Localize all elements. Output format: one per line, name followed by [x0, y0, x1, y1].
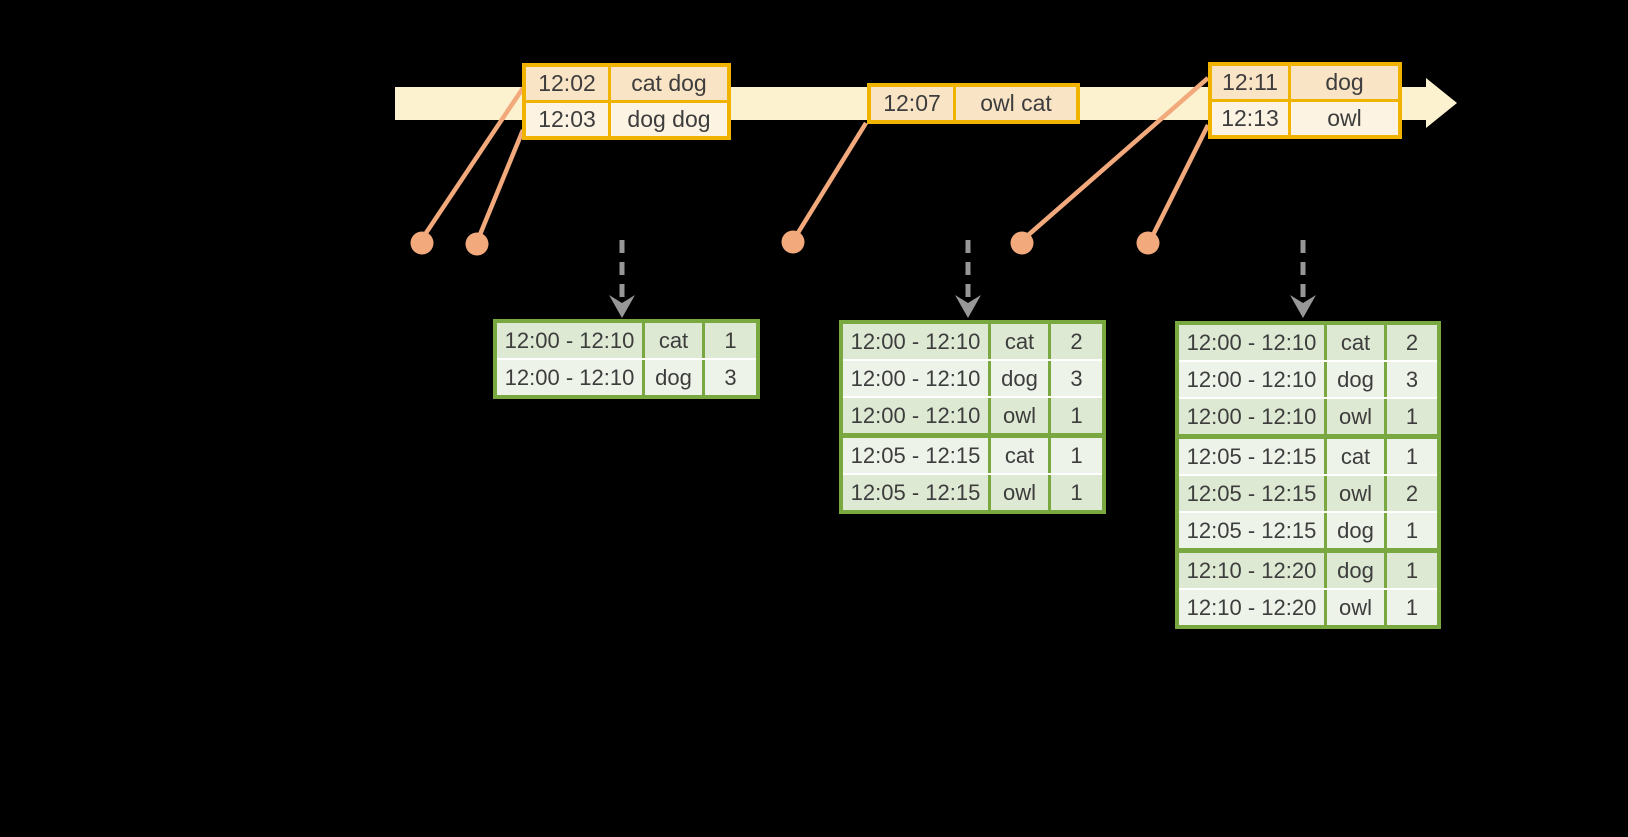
result-window-cell: 12:05 - 12:15: [850, 442, 981, 468]
event-words-cell: dog: [1288, 66, 1398, 99]
result-count-cell: 2: [1384, 325, 1437, 360]
result-window-cell: 12:05 - 12:15: [1186, 517, 1317, 543]
result-count-cell: 3: [702, 360, 756, 395]
event-dot: [465, 232, 489, 256]
event-words-cell: cat dog: [608, 67, 727, 100]
result-word-cell: owl: [1324, 399, 1384, 434]
event-time-cell: 12:13: [1221, 105, 1279, 131]
result-word-cell: owl: [988, 398, 1048, 433]
result-window-cell: 12:00 - 12:10: [504, 327, 635, 353]
result-count-cell: 1: [1384, 513, 1437, 548]
event-time-cell: 12:02: [538, 70, 596, 96]
result-word-cell: cat: [642, 323, 702, 358]
result-count-cell: 2: [1048, 324, 1102, 359]
result-count-cell: 1: [1384, 553, 1437, 588]
result-count-cell: 1: [1384, 399, 1437, 434]
event-row: 12:07 owl cat: [871, 87, 1076, 120]
result-word-cell: dog: [1324, 553, 1384, 588]
event-table-2: 12:07 owl cat: [867, 83, 1080, 124]
result-count-cell: 1: [1048, 475, 1102, 510]
result-window-cell: 12:10 - 12:20: [1186, 594, 1317, 620]
event-connector-line: [794, 121, 868, 238]
result-window-cell: 12:05 - 12:15: [850, 479, 981, 505]
timeline-arrowhead-icon: [1426, 78, 1457, 128]
event-words-cell: owl cat: [953, 87, 1076, 120]
event-time-cell: 12:03: [538, 106, 596, 132]
event-table-3: 12:11 dog 12:13 owl: [1208, 62, 1402, 139]
trigger-arrowhead-icon: [1290, 295, 1316, 318]
event-dot: [1010, 231, 1034, 255]
event-words-cell: owl: [1288, 102, 1398, 135]
result-word-cell: owl: [1324, 476, 1384, 511]
result-window-cell: 12:00 - 12:10: [1186, 329, 1317, 355]
result-window-cell: 12:05 - 12:15: [1186, 480, 1317, 506]
event-time-cell: 12:11: [1222, 69, 1278, 95]
event-row: 12:02 cat dog: [526, 67, 727, 100]
event-connector-line: [1149, 123, 1211, 239]
result-word-cell: owl: [1324, 590, 1384, 625]
event-connector-line: [476, 129, 526, 238]
result-window-cell: 12:00 - 12:10: [1186, 366, 1317, 392]
result-count-cell: 1: [702, 323, 756, 358]
result-word-cell: cat: [988, 438, 1048, 473]
event-row: 12:13 owl: [1212, 99, 1398, 135]
event-dot: [1136, 231, 1160, 255]
event-connector-line: [1024, 76, 1210, 239]
result-word-cell: cat: [1324, 439, 1384, 474]
result-window-cell: 12:00 - 12:10: [504, 364, 635, 390]
result-count-cell: 1: [1384, 439, 1437, 474]
result-window-cell: 12:00 - 12:10: [1186, 403, 1317, 429]
result-count-cell: 2: [1384, 476, 1437, 511]
event-row: 12:11 dog: [1212, 66, 1398, 99]
result-window-cell: 12:10 - 12:20: [1186, 557, 1317, 583]
result-count-cell: 1: [1384, 590, 1437, 625]
result-word-cell: dog: [1324, 362, 1384, 397]
result-word-cell: dog: [988, 361, 1048, 396]
result-count-cell: 1: [1048, 398, 1102, 433]
event-row: 12:03 dog dog: [526, 100, 727, 136]
event-time-cell: 12:07: [883, 90, 941, 116]
result-count-cell: 3: [1384, 362, 1437, 397]
result-word-cell: dog: [1324, 513, 1384, 548]
result-count-cell: 3: [1048, 361, 1102, 396]
result-window-cell: 12:00 - 12:10: [850, 328, 981, 354]
result-word-cell: dog: [642, 360, 702, 395]
event-table-1: 12:02 cat dog 12:03 dog dog: [522, 63, 731, 140]
result-count-cell: 1: [1048, 438, 1102, 473]
result-word-cell: cat: [1324, 325, 1384, 360]
result-window-cell: 12:05 - 12:15: [1186, 443, 1317, 469]
result-window-cell: 12:00 - 12:10: [850, 402, 981, 428]
event-connector-line: [422, 86, 525, 238]
event-words-cell: dog dog: [608, 103, 727, 136]
trigger-arrowhead-icon: [955, 295, 981, 318]
result-word-cell: cat: [988, 324, 1048, 359]
result-window-cell: 12:00 - 12:10: [850, 365, 981, 391]
trigger-arrowhead-icon: [609, 295, 635, 318]
result-word-cell: owl: [988, 475, 1048, 510]
event-dot: [410, 231, 434, 255]
event-dot: [781, 230, 805, 254]
